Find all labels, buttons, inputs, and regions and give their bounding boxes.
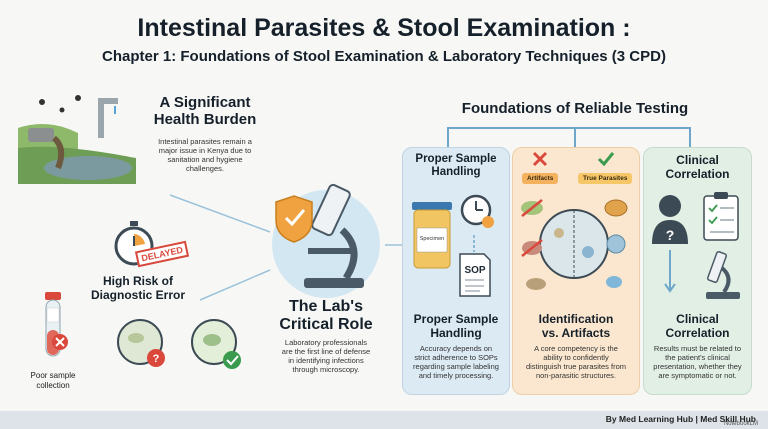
sample-handling-panel xyxy=(402,147,510,395)
footer-bar xyxy=(0,411,768,429)
sample-bottom-heading: Proper Sample Handling xyxy=(404,312,508,340)
clinical-top-line1: Clinical xyxy=(676,153,719,167)
lab-heading-line2: Critical Role xyxy=(279,316,373,333)
burden-heading-line1: A Significant xyxy=(159,94,251,111)
clinical-text-line2: the patient's clinical xyxy=(665,353,730,362)
sample-top-line1: Proper Sample xyxy=(415,153,497,165)
sample-bottom-line2: Handling xyxy=(430,326,482,340)
notebooklm-watermark: NotebookLM xyxy=(723,421,758,427)
burden-heading-line2: Health Burden xyxy=(153,111,257,128)
parasite-comparison-illustration xyxy=(521,199,628,290)
uncertain-field-icon: ? xyxy=(117,319,165,367)
clinical-text-line4: are symptomatic or not. xyxy=(658,371,737,380)
sample-handling-illustration xyxy=(412,194,494,297)
lab-text-line2: are the first line of defense xyxy=(281,347,371,356)
footer-credit: By Med Learning Hub | Med Skill Hub xyxy=(605,414,756,424)
sample-bottom-line1: Proper Sample xyxy=(413,312,499,326)
sample-top-heading: Proper Sample Handling xyxy=(404,153,508,179)
confirmed-field-icon xyxy=(191,319,241,369)
clinical-top-line2: Correlation xyxy=(665,167,730,181)
poor-collection-label: Poor sample collection xyxy=(8,371,98,391)
clinical-bottom-line1: Clinical xyxy=(676,312,719,326)
sample-text-line1: Accuracy depends on xyxy=(419,344,493,353)
burden-text-line2: major issue in Kenya due to xyxy=(158,146,252,155)
svg-text:?: ? xyxy=(153,353,160,365)
artifacts-bottom-heading: Identification vs. Artifacts xyxy=(514,312,638,340)
artifacts-text-line3: distinguish true parasites from xyxy=(525,362,627,371)
clinical-top-heading: Clinical Correlation xyxy=(645,153,750,181)
sop-label: SOP xyxy=(464,265,486,276)
poor-collection-line1: Poor sample xyxy=(30,371,76,380)
burden-text-line3: sanitation and hygiene xyxy=(167,155,243,164)
risk-heading-line1: High Risk of xyxy=(102,274,173,288)
burden-text-line4: challenges. xyxy=(186,164,224,173)
test-tube-icon xyxy=(45,292,68,357)
page-subtitle: Chapter 1: Foundations of Stool Examinat… xyxy=(102,48,666,65)
lab-text-line1: Laboratory professionals xyxy=(284,338,368,347)
clinical-correlation-illustration: ? xyxy=(652,192,740,299)
microscope-icon xyxy=(272,183,380,298)
sample-top-line2: Handling xyxy=(431,166,481,178)
artifacts-text-line2: ability to confidently xyxy=(543,353,609,362)
sanitation-illustration xyxy=(18,95,136,184)
poor-collection-line2: collection xyxy=(36,381,70,390)
sample-text-line3: regarding sample labeling xyxy=(413,362,499,371)
sample-text: Accuracy depends on strict adherence to … xyxy=(404,344,508,380)
artifacts-tag: Artifacts xyxy=(522,173,559,184)
check-icon xyxy=(597,152,615,167)
clinical-bottom-line2: Correlation xyxy=(665,326,730,340)
clinical-bottom-heading: Clinical Correlation xyxy=(645,312,750,340)
lab-text: Laboratory professionals are the first l… xyxy=(262,338,390,374)
lab-heading: The Lab's Critical Role xyxy=(262,298,390,334)
sample-text-line4: and timely processing. xyxy=(418,371,494,380)
artifacts-text-line4: non-parasitic structures. xyxy=(535,371,617,380)
sample-text-line2: strict adherence to SOPs xyxy=(414,353,498,362)
clinical-text-line1: Results must be related to xyxy=(653,344,742,353)
artifacts-bottom-line2: vs. Artifacts xyxy=(541,326,611,340)
artifacts-bottom-line1: Identification xyxy=(538,312,614,326)
page-title: Intestinal Parasites & Stool Examination… xyxy=(137,14,631,42)
true-parasites-tag: True Parasites xyxy=(578,173,633,184)
lab-text-line3: in identifying infections xyxy=(288,356,364,365)
burden-text-line1: Intestinal parasites remain a xyxy=(158,137,252,146)
risk-heading-line2: Diagnostic Error xyxy=(90,288,186,302)
clinical-panel xyxy=(643,147,752,395)
clinical-text-line3: presentation, whether they xyxy=(653,362,742,371)
svg-text:?: ? xyxy=(666,227,675,243)
specimen-label: Specimen xyxy=(419,236,445,242)
risk-heading: High Risk of Diagnostic Error xyxy=(78,274,198,302)
artifacts-text: A core competency is the ability to conf… xyxy=(514,344,638,380)
lab-heading-line1: The Lab's xyxy=(288,298,364,315)
cross-icon xyxy=(532,151,548,167)
artifacts-text-line1: A core competency is the xyxy=(534,344,618,353)
clinical-text: Results must be related to the patient's… xyxy=(645,344,750,380)
foundations-heading: Foundations of Reliable Testing xyxy=(461,100,689,117)
lab-text-line4: through microscopy. xyxy=(292,365,360,374)
burden-heading: A Significant Health Burden xyxy=(140,94,270,128)
burden-text: Intestinal parasites remain a major issu… xyxy=(140,137,270,173)
